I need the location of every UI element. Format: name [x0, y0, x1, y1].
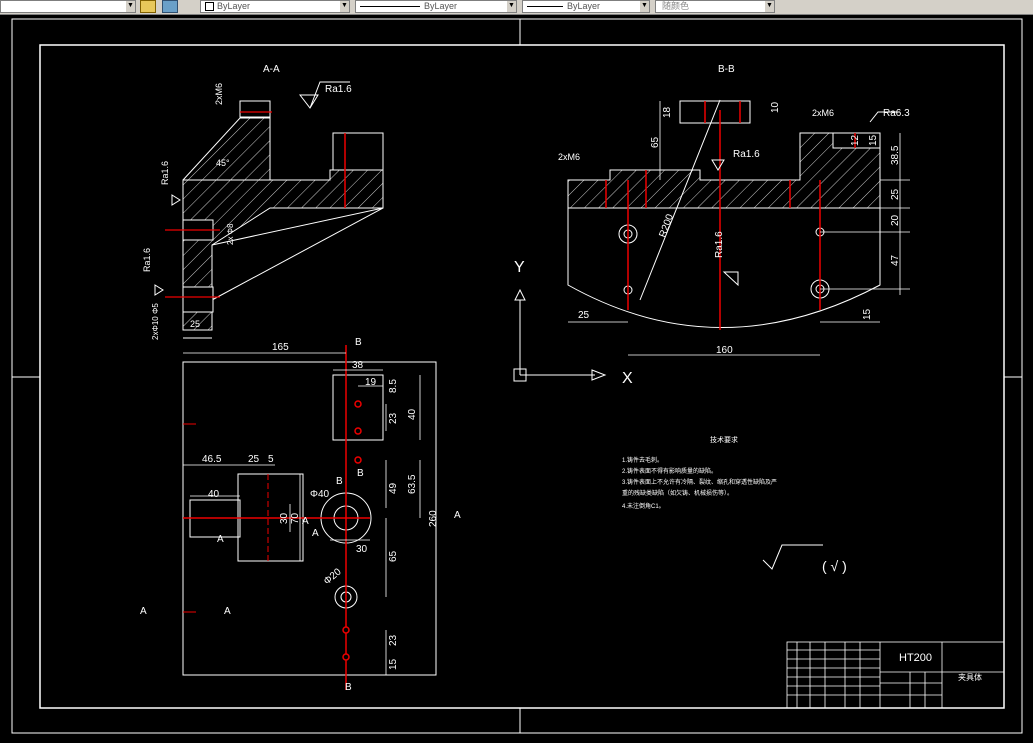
- section-aa-view: A-A Ra1.6 Ra1.6 Ra1.6 2xM6 45° 25 2x Φ8 …: [142, 64, 384, 340]
- drawing-text-drawing-ra_16: Ra1.6: [160, 161, 170, 185]
- drawing-text-drawing-dim_165: 165: [272, 342, 289, 353]
- ucs-icon: Y X: [513, 259, 633, 387]
- drawing-text-drawing-ra_16: Ra1.6: [714, 231, 725, 258]
- drawing-text-drawing-dim_25: 25: [190, 319, 200, 329]
- svg-text:2xΦ10 Φ5: 2xΦ10 Φ5: [151, 303, 160, 340]
- drawing-text-drawing-dim_30: 30: [356, 544, 368, 555]
- drawing-text-drawing-dim_15: 15: [862, 308, 873, 320]
- chevron-down-icon: ▼: [507, 1, 516, 12]
- drawing-text-drawing-mark_b: B: [336, 476, 343, 487]
- drawing-text-drawing-dim_385: 38.5: [890, 145, 901, 165]
- color-swatch-icon: [205, 2, 214, 11]
- drawing-text-drawing-mark_a: A: [312, 528, 319, 539]
- lineweight-preview-icon: [527, 6, 563, 8]
- drawing-text-drawing-dim_23: 23: [388, 634, 399, 646]
- technical-requirements: 技术要求 1.铸件去毛刺。 2.铸件表面不得有影响质量的缺陷。 3.铸件表面上不…: [622, 435, 777, 510]
- drawing-text-drawing-dim_20: 20: [890, 214, 901, 226]
- top-view-dimensions: 165 38 19 8.5 23 40 46.5 25 5 40 30 70 4…: [140, 337, 461, 693]
- drawing-text-drawing-roughness_rest: ( √ ): [822, 558, 847, 574]
- drawing-text-drawing-tech_notes-2: 3.铸件表面上不允许有冷隔、裂纹、缩孔和穿透性缺陷及严: [622, 478, 777, 486]
- drawing-text-drawing-dim_5: 5: [268, 454, 274, 465]
- section-bb-label: B-B: [718, 64, 735, 75]
- drawing-text-drawing-dim_23: 23: [388, 412, 399, 424]
- drawing-text-drawing-r200: R200: [657, 212, 676, 239]
- drawing-text-drawing-tech_notes-3: 重的残缺类缺陷（如欠铸、机械损伤等）。: [622, 489, 733, 497]
- color-control-dropdown[interactable]: ByLayer▼: [200, 0, 350, 13]
- drawing-text-drawing-dim_465: 46.5: [202, 454, 222, 465]
- drawing-text-drawing-dim_47: 47: [890, 254, 901, 266]
- drawing-text-drawing-dim_10: 10: [770, 101, 781, 113]
- sheet-border: [11, 18, 1023, 734]
- drawing-text-drawing-dim_65: 65: [388, 550, 399, 562]
- drawing-text-drawing-thread_m6: 2xM6: [214, 83, 224, 105]
- drawing-text-drawing-tech_notes-1: 2.铸件表面不得有影响质量的缺陷。: [622, 467, 717, 475]
- drawing-text-drawing-dim_25: 25: [578, 310, 590, 321]
- drawing-text-drawing-dim_25: 25: [248, 454, 260, 465]
- roughness-symbol: ( √ ): [762, 544, 847, 574]
- drawing-text-drawing-dim_15: 15: [868, 134, 879, 146]
- drawing-text-drawing-phi_20: Φ20: [322, 566, 344, 587]
- drawing-text-drawing-mark_a: A: [217, 534, 224, 545]
- drawing-text-drawing-dim_38: 38: [352, 360, 364, 371]
- drawing-text-drawing-mark_b: B: [355, 337, 362, 348]
- drawing-text-drawing-dim_12: 12: [850, 134, 861, 146]
- drawing-text-drawing-dim_65: 65: [650, 136, 661, 148]
- drawing-text-drawing-mark_b: B: [357, 468, 364, 479]
- drawing-text-drawing-axis_x: X: [622, 370, 633, 387]
- drawing-text-drawing-dim_260: 260: [428, 510, 439, 527]
- layers-icon[interactable]: [162, 0, 178, 13]
- cad-drawing[interactable]: A-A Ra1.6 Ra1.6 Ra1.6 2xM6 45° 25 2x Φ8 …: [0, 14, 1033, 738]
- drawing-text-drawing-mark_a: A: [454, 510, 461, 521]
- drawing-text-drawing-dim_19: 19: [365, 377, 377, 388]
- drawing-text-drawing-material: HT200: [899, 652, 932, 664]
- drawing-text-drawing-dim_40: 40: [407, 408, 418, 420]
- toolbar-partial-dropdown[interactable]: ▼: [0, 0, 136, 13]
- drawing-text-drawing-dim_85: 8.5: [388, 379, 399, 393]
- drawing-text-drawing-ra_16: Ra1.6: [325, 84, 352, 95]
- drawing-text-drawing-mark_a: A: [302, 516, 309, 527]
- chevron-down-icon: ▼: [765, 1, 774, 12]
- drawing-text-drawing-dim_40: 40: [208, 489, 220, 500]
- plot-style-dropdown[interactable]: 随颜色▼: [655, 0, 775, 13]
- drawing-text-drawing-tech_notes-4: 4.未注倒角C1。: [622, 502, 665, 510]
- drawing-text-drawing-part_name: 夹具体: [958, 672, 982, 682]
- drawing-text-drawing-mark_a: A: [224, 606, 231, 617]
- drawing-text-drawing-dim_70: 70: [290, 512, 301, 524]
- drawing-text-drawing-mark_b: B: [345, 682, 352, 693]
- drawing-text-drawing-dim_30: 30: [279, 512, 290, 524]
- drawing-text-drawing-thread_m6: 2xM6: [812, 108, 834, 118]
- layer-states-icon[interactable]: [140, 0, 156, 13]
- drawing-text-drawing-angle_45: 45°: [216, 158, 230, 168]
- properties-toolbar: ▼ ByLayer▼ ByLayer▼ ByLayer▼ 随颜色▼: [0, 0, 1033, 15]
- chevron-down-icon: ▼: [340, 1, 349, 12]
- chevron-down-icon: ▼: [640, 1, 649, 12]
- drawing-text-drawing-dim_18: 18: [662, 106, 673, 118]
- chevron-down-icon: ▼: [126, 1, 135, 12]
- top-view: [182, 345, 437, 690]
- drawing-text-drawing-dim_25: 25: [890, 188, 901, 200]
- drawing-text-drawing-ra_16: Ra1.6: [142, 248, 152, 272]
- drawing-text-drawing-dim_635: 63.5: [407, 474, 418, 494]
- drawing-text-drawing-phi_40: Φ40: [310, 489, 330, 500]
- section-bb-view: B-B: [513, 64, 910, 387]
- drawing-text-drawing-ra_16: Ra1.6: [733, 149, 760, 160]
- drawing-text-drawing-ra_63: Ra6.3: [883, 108, 910, 119]
- linetype-control-dropdown[interactable]: ByLayer▼: [355, 0, 517, 13]
- drawing-text-drawing-tech_title: 技术要求: [710, 435, 738, 444]
- drawing-text-drawing-tech_notes-0: 1.铸件去毛刺。: [622, 456, 663, 464]
- drawing-text-drawing-dim_49: 49: [388, 482, 399, 494]
- linetype-preview-icon: [360, 6, 420, 8]
- drawing-text-drawing-axis_y: Y: [514, 259, 525, 276]
- svg-text:2x Φ8: 2x Φ8: [226, 223, 235, 245]
- drawing-text-drawing-dim_15: 15: [388, 658, 399, 670]
- section-aa-label: A-A: [263, 64, 280, 75]
- drawing-text-drawing-dim_160: 160: [716, 345, 733, 356]
- title-block: HT200 夹具体: [786, 641, 1005, 709]
- drawing-text-drawing-mark_a: A: [140, 606, 147, 617]
- lineweight-control-dropdown[interactable]: ByLayer▼: [522, 0, 650, 13]
- drawing-text-drawing-thread_m6: 2xM6: [558, 152, 580, 162]
- drawing-canvas[interactable]: A-A Ra1.6 Ra1.6 Ra1.6 2xM6 45° 25 2x Φ8 …: [0, 14, 1033, 738]
